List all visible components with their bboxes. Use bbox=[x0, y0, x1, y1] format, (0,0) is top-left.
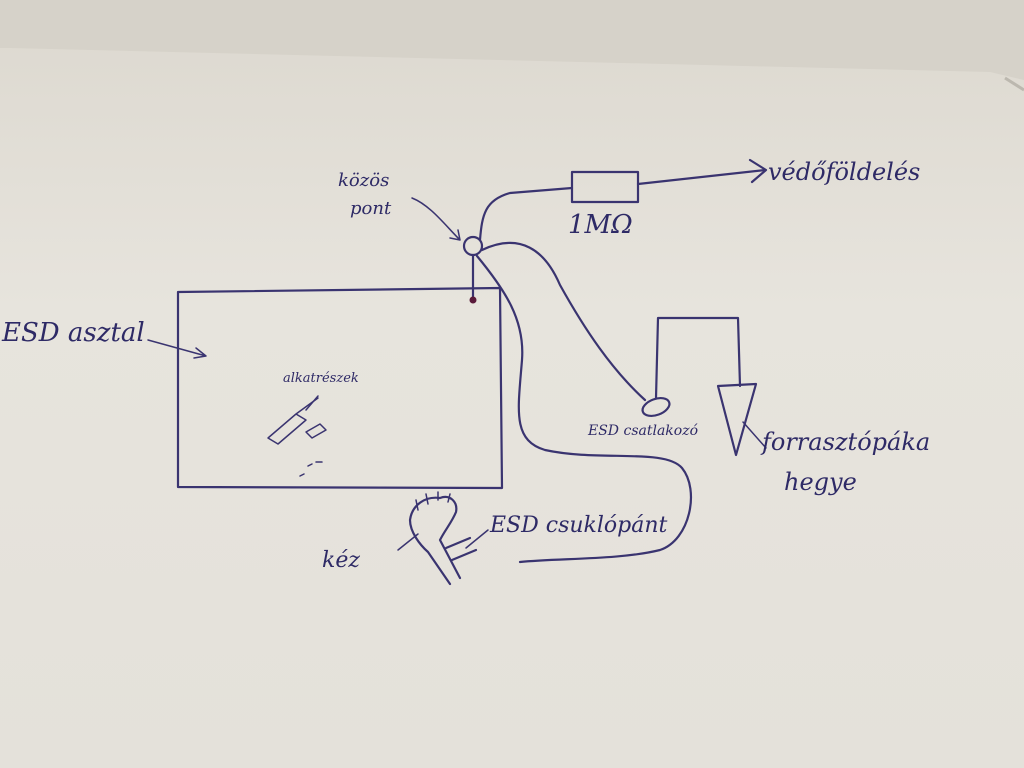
table-connection-dot bbox=[469, 296, 477, 304]
common-point-arrow bbox=[411, 197, 461, 241]
label-kez: kéz bbox=[322, 548, 360, 573]
soldering-iron-tip bbox=[716, 382, 758, 457]
label-kozos-pont-1: közös bbox=[338, 170, 390, 191]
component-sketch-3 bbox=[299, 461, 323, 477]
hand-sketch bbox=[408, 495, 462, 586]
paper-shadow bbox=[0, 0, 1024, 80]
label-esd-csuklopant: ESD csuklópánt bbox=[490, 513, 668, 538]
hand-fingers bbox=[415, 491, 451, 511]
csuklopant-pointer bbox=[465, 529, 489, 549]
kez-pointer bbox=[397, 533, 419, 551]
label-esd-csatlakozo: ESD csatlakozó bbox=[588, 423, 699, 439]
node-to-esd-connector-wire bbox=[480, 241, 647, 402]
esd-asztal-arrow bbox=[147, 339, 207, 359]
soldering-tip-pointer bbox=[742, 421, 767, 449]
label-forrasztopaka-1: forrasztópáka bbox=[762, 428, 931, 456]
node-to-wrist-strap-wire bbox=[475, 254, 693, 564]
ground-arrowhead bbox=[748, 158, 768, 184]
resistor-to-ground-wire bbox=[636, 168, 767, 186]
label-alkatreszek: alkatrészek bbox=[283, 371, 359, 386]
label-resistor-value: 1MΩ bbox=[568, 210, 633, 240]
resistor-1mohm bbox=[570, 170, 640, 204]
esd-connector bbox=[641, 396, 671, 418]
wrist-strap-band bbox=[444, 536, 478, 562]
paper-edge bbox=[1004, 76, 1024, 92]
label-kozos-pont-2: pont bbox=[350, 198, 392, 219]
node-to-resistor-wire bbox=[478, 186, 574, 242]
soldering-iron-wire bbox=[654, 316, 742, 400]
label-forrasztopaka-2: hegye bbox=[784, 468, 857, 496]
label-vedofoldeles: védőföldelés bbox=[768, 158, 921, 186]
component-pointer bbox=[305, 395, 319, 411]
label-esd-asztal: ESD asztal bbox=[2, 318, 145, 348]
esd-table-outline bbox=[176, 286, 504, 490]
component-sketch-2 bbox=[305, 423, 327, 439]
